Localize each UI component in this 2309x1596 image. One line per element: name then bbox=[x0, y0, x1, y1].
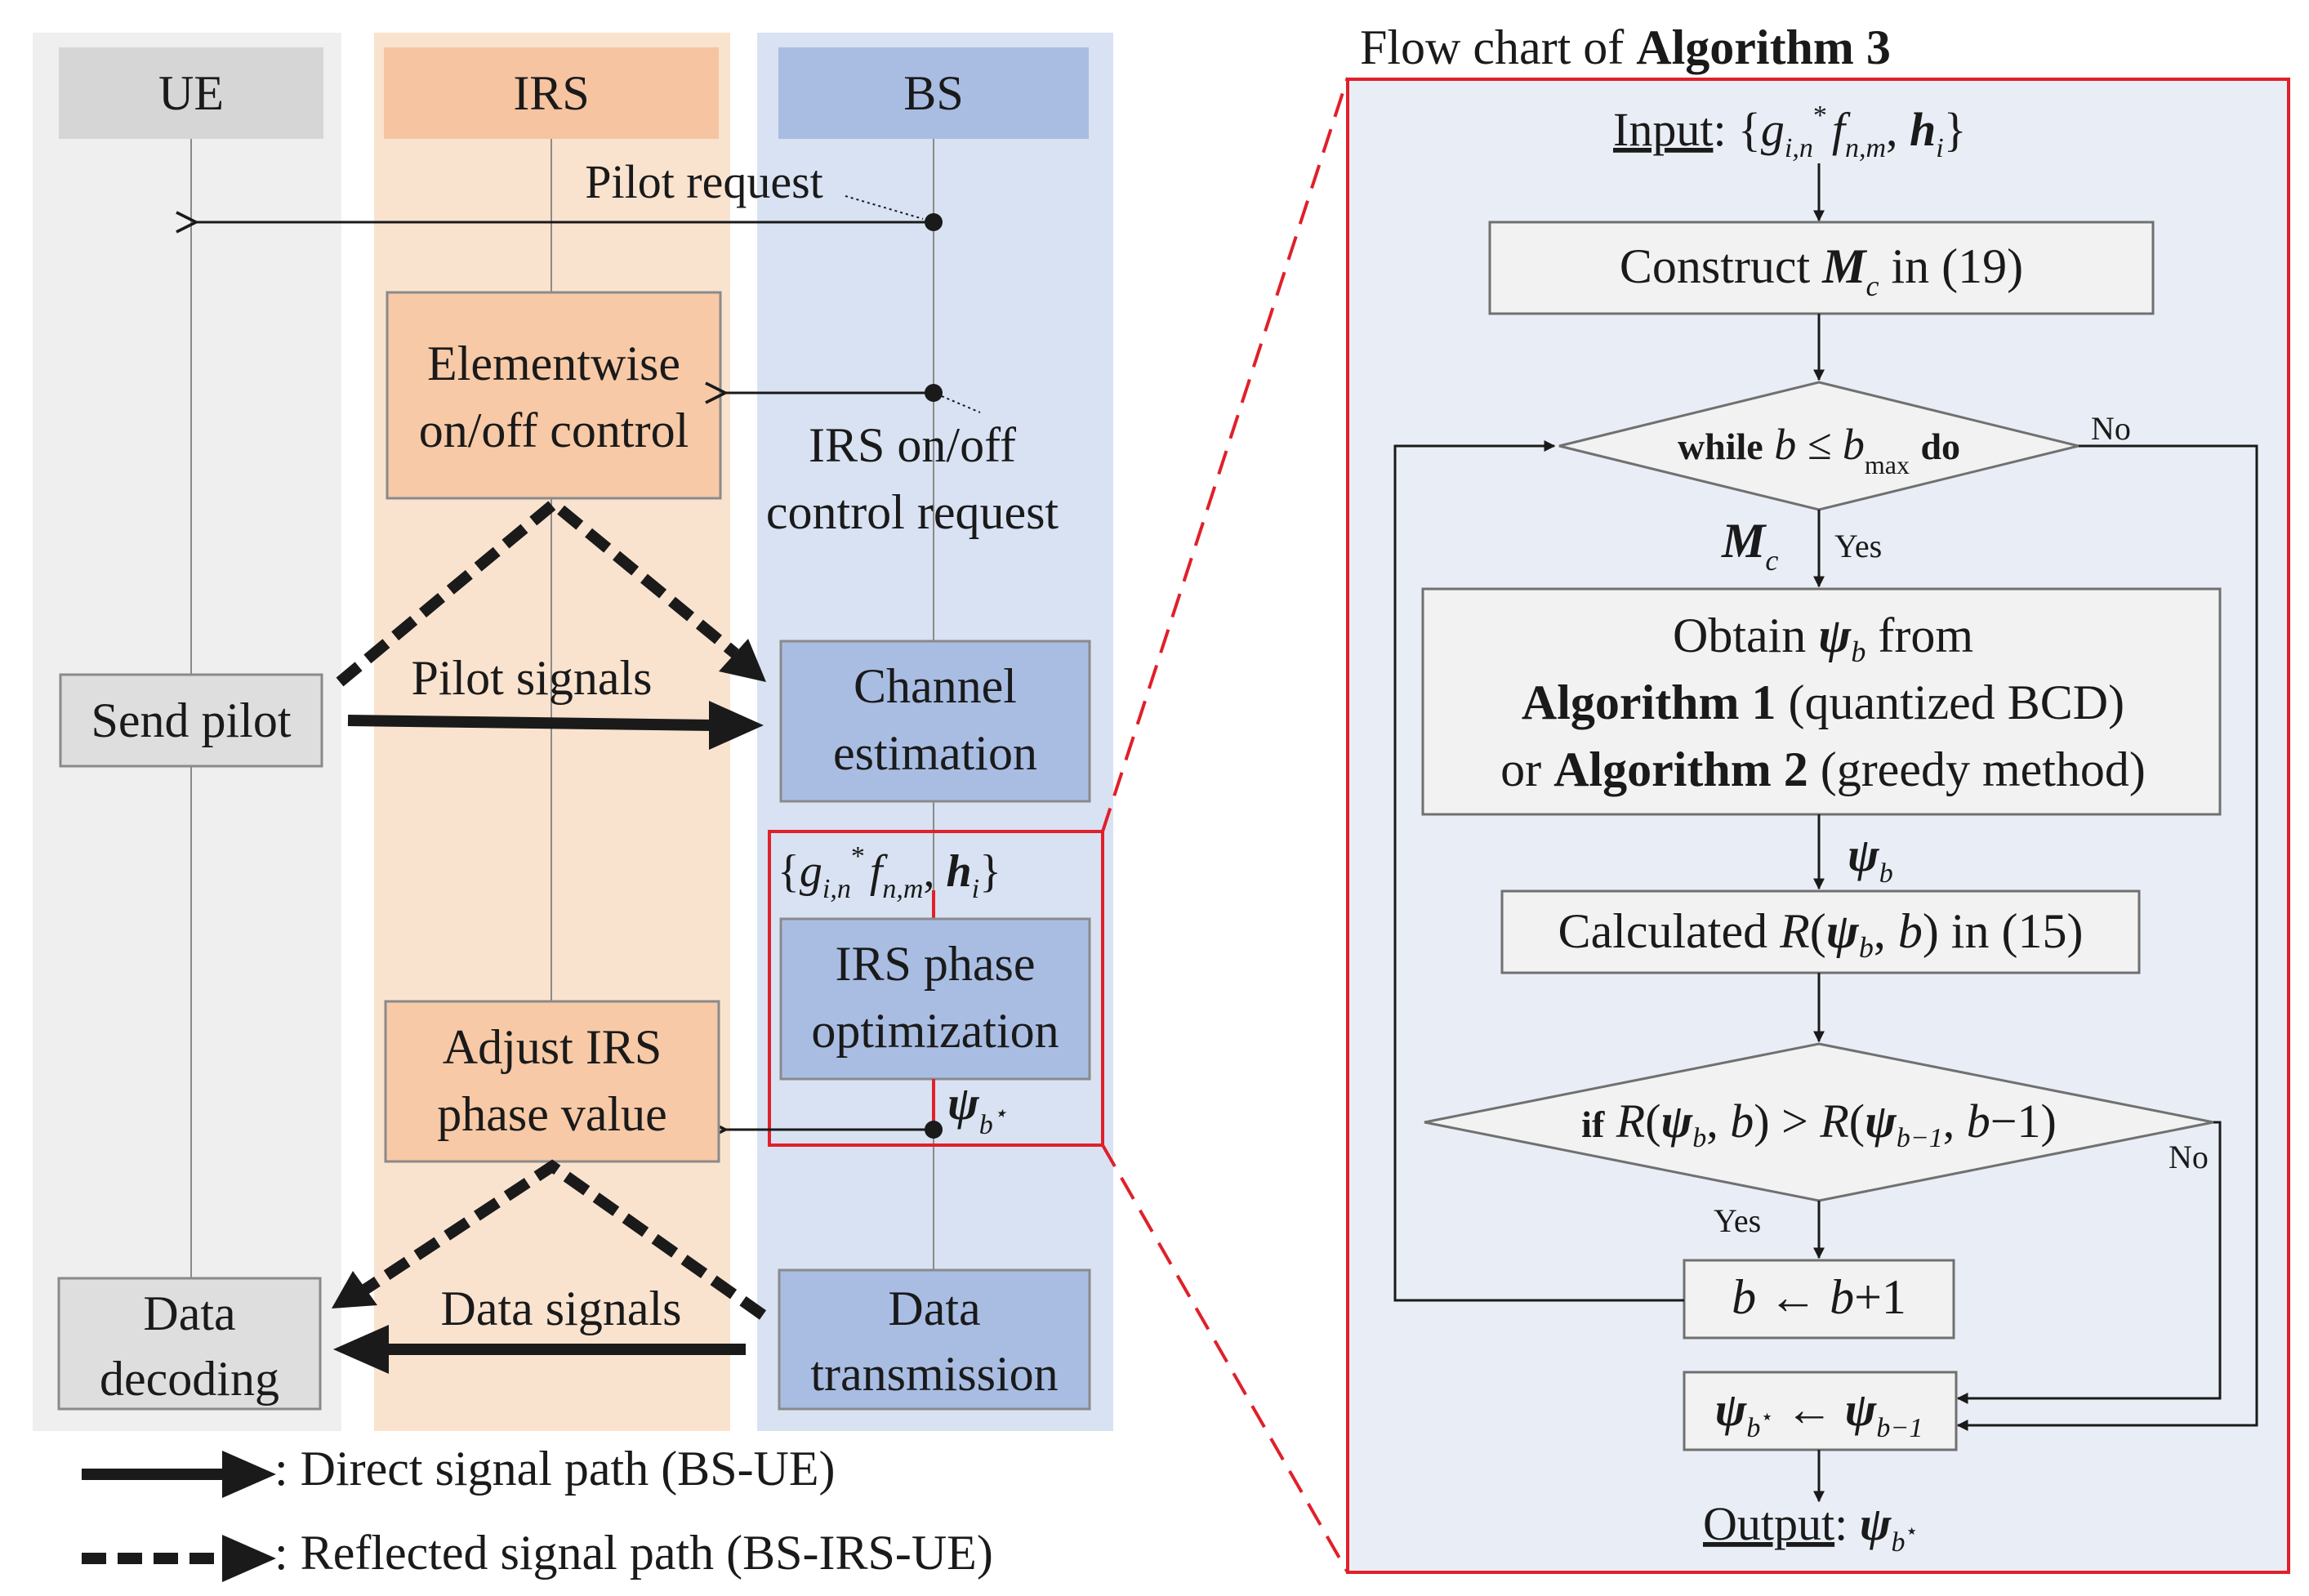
if-label: if R(ψb, b) > R(ψb−1, b−1) bbox=[1581, 1094, 2057, 1153]
data-decoding-box bbox=[57, 1277, 322, 1411]
zoom-line-bottom bbox=[1101, 1144, 1349, 1573]
phase-optimization-line1: IRS phase bbox=[836, 937, 1036, 991]
zoom-line-top bbox=[1101, 77, 1349, 832]
increment-box bbox=[1683, 1259, 1955, 1340]
pilot-request-leader bbox=[845, 195, 924, 220]
reflected-data-path bbox=[360, 1159, 767, 1320]
flow-output: Output: ψb⋆ bbox=[1703, 1497, 1919, 1558]
increment-label: b ← b+1 bbox=[1732, 1270, 1906, 1324]
assign-box bbox=[1683, 1371, 1958, 1451]
data-transmission-line1: Data bbox=[888, 1282, 980, 1335]
irs-request-origin bbox=[925, 384, 943, 402]
data-transmission-box bbox=[778, 1268, 1091, 1411]
data-decoding-line2: decoding bbox=[100, 1352, 279, 1406]
calculated-label: Calculated R(ψb, b) in (15) bbox=[1558, 904, 2084, 964]
data-signals-label: Data signals bbox=[441, 1282, 682, 1335]
adjust-phase-line1: Adjust IRS bbox=[443, 1020, 662, 1074]
obtain-line3: or Algorithm 2 (greedy method) bbox=[1500, 742, 2146, 796]
direct-pilot-path bbox=[347, 715, 715, 731]
construct-box bbox=[1488, 221, 2155, 315]
phase-optimization-box bbox=[779, 917, 1091, 1081]
while-label: while b ≤ bmax do bbox=[1678, 420, 1960, 479]
reflected-pilot-arrowhead bbox=[719, 639, 766, 682]
elementwise-box bbox=[386, 291, 722, 500]
irs-header-label: IRS bbox=[513, 66, 589, 120]
channel-estimation-line2: estimation bbox=[833, 726, 1037, 780]
flow-title: Flow chart of Algorithm 3 bbox=[1360, 20, 1891, 74]
irs-request-line1: IRS on/off bbox=[809, 418, 1016, 472]
elementwise-line1: Elementwise bbox=[427, 337, 680, 390]
while-no-label: No bbox=[2091, 410, 2131, 447]
irs-request-line2: control request bbox=[766, 485, 1059, 539]
bs-header-label: BS bbox=[903, 66, 963, 120]
data-transmission-line2: transmission bbox=[810, 1347, 1058, 1401]
adjust-phase-line2: phase value bbox=[437, 1087, 667, 1141]
bs-header bbox=[778, 47, 1089, 139]
data-decoding-line1: Data bbox=[143, 1286, 235, 1340]
construct-label: Construct Mc in (19) bbox=[1620, 239, 2023, 302]
if-no-label: No bbox=[2169, 1139, 2209, 1175]
obtain-box bbox=[1421, 587, 2222, 816]
legend-reflected-arrowhead bbox=[222, 1535, 276, 1582]
obtain-line2: Algorithm 1 (quantized BCD) bbox=[1522, 675, 2124, 729]
pilot-request-label: Pilot request bbox=[585, 155, 823, 208]
assign-label: ψb⋆ ← ψb−1 bbox=[1715, 1383, 1923, 1443]
elementwise-line2: on/off control bbox=[419, 403, 689, 457]
direct-data-arrowhead bbox=[333, 1325, 389, 1374]
irs-request-leader bbox=[941, 395, 981, 413]
while-yes-label: Yes bbox=[1834, 528, 1882, 564]
ue-header bbox=[59, 47, 323, 139]
highlight-box bbox=[768, 830, 1104, 1147]
if-yes-label: Yes bbox=[1714, 1202, 1761, 1239]
send-pilot-box bbox=[59, 673, 323, 768]
irs-header bbox=[384, 47, 719, 139]
if-no-path bbox=[1956, 1121, 2222, 1404]
legend-direct-label: : Direct signal path (BS-UE) bbox=[274, 1442, 836, 1496]
legend-direct-arrowhead bbox=[222, 1451, 276, 1498]
pilot-request-origin bbox=[925, 213, 943, 231]
legend-reflected-label: : Reflected signal path (BS-IRS-UE) bbox=[274, 1526, 993, 1580]
send-pilot-label: Send pilot bbox=[91, 693, 291, 747]
mc-edge-label: Mc bbox=[1721, 514, 1778, 577]
phase-optimization-line2: optimization bbox=[811, 1004, 1059, 1058]
flow-input: Input: {gi,n*fn,m, hi} bbox=[1613, 100, 1967, 163]
reflected-data-arrowhead bbox=[332, 1271, 377, 1308]
obtain-line1: Obtain ψb from bbox=[1673, 609, 1973, 668]
direct-pilot-arrowhead bbox=[709, 701, 764, 750]
loop-back-path bbox=[1393, 440, 1684, 1302]
ue-header-label: UE bbox=[158, 66, 224, 120]
channel-estimation-line1: Channel bbox=[854, 659, 1017, 713]
pilot-signals-label: Pilot signals bbox=[411, 651, 652, 705]
adjust-request-origin bbox=[925, 1121, 943, 1139]
reflected-pilot-path bbox=[336, 496, 739, 687]
channel-estimation-box bbox=[779, 640, 1091, 803]
while-no-path bbox=[1956, 444, 2258, 1431]
adjust-phase-box bbox=[384, 1000, 720, 1163]
calculated-box bbox=[1500, 889, 2141, 974]
